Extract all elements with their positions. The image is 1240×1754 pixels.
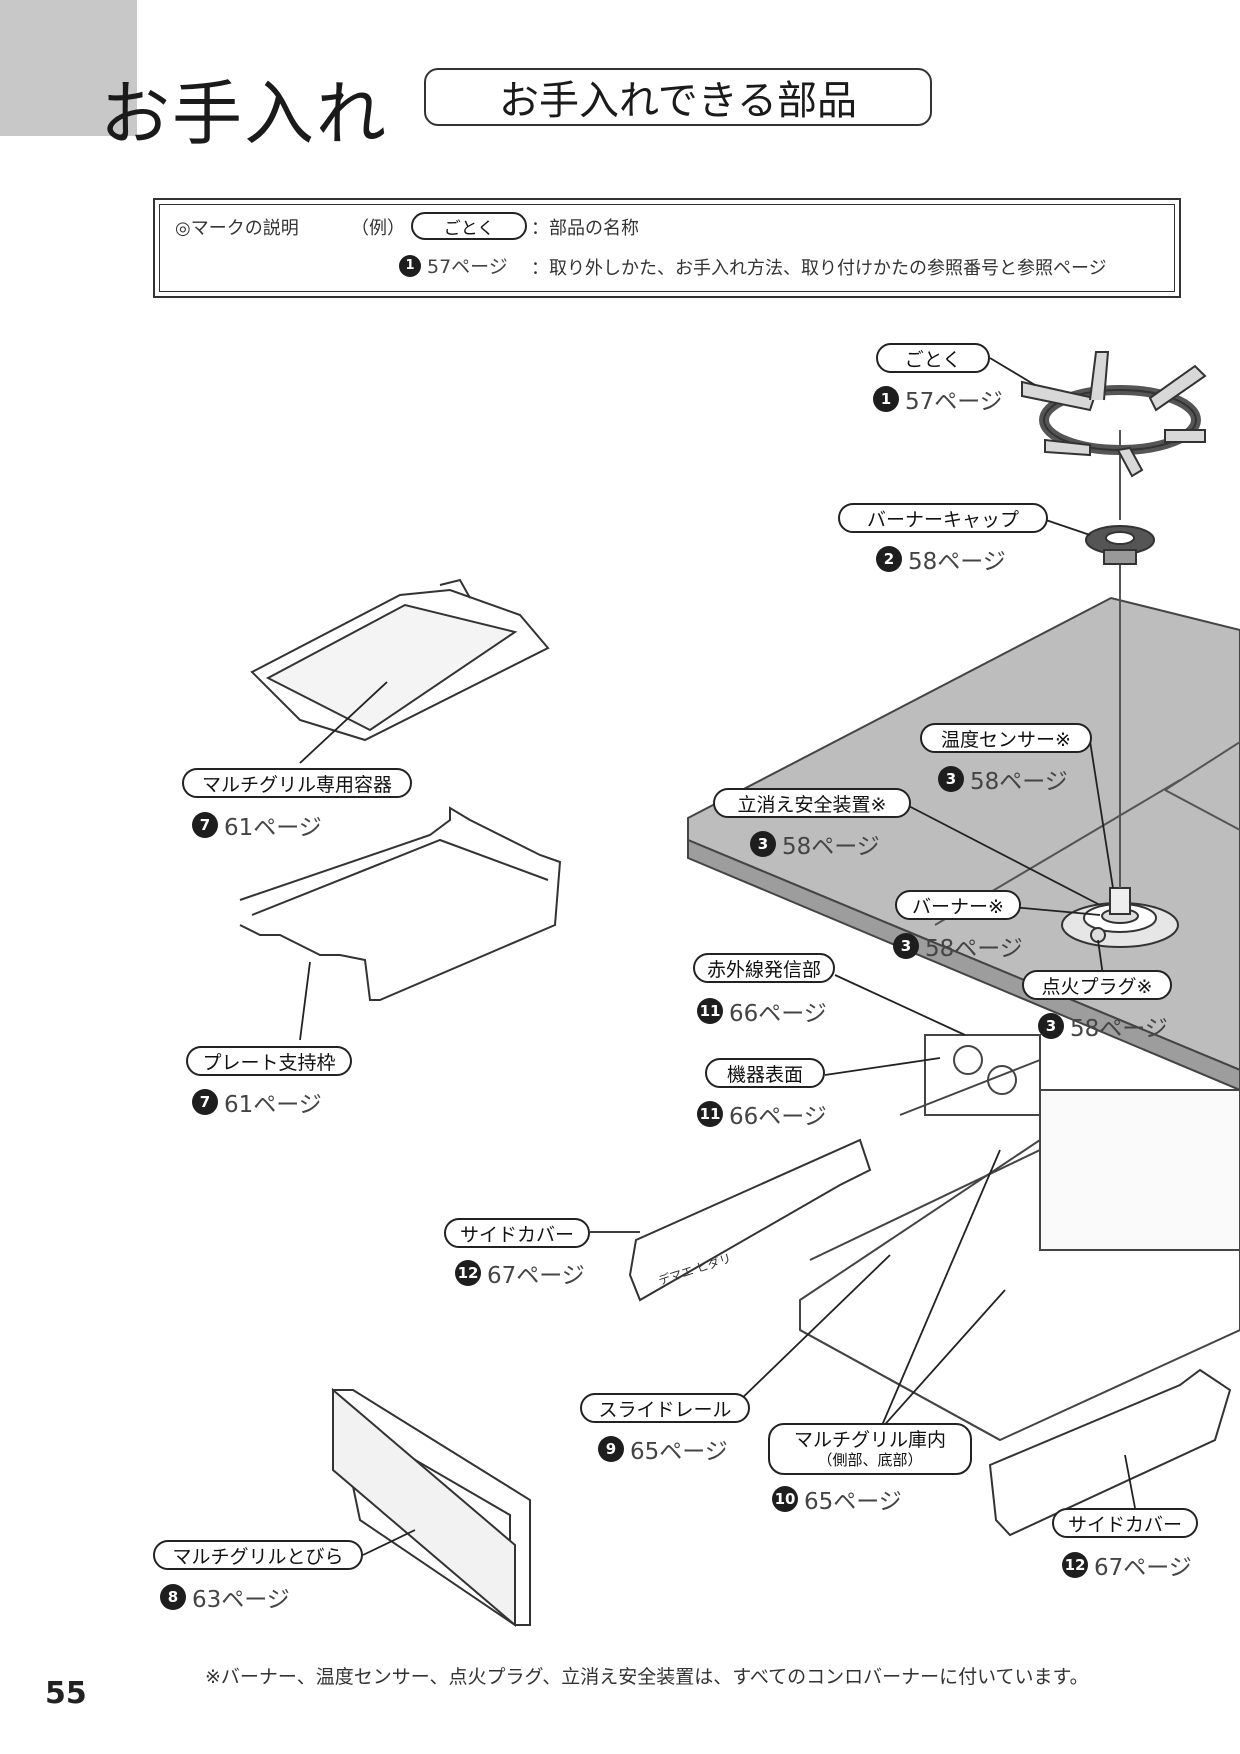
grill-door [331,1387,531,1628]
legend-page-desc: ：取り外しかた、お手入れ方法、取り付けかたの参照番号と参照ページ [531,258,1107,279]
legend-box: ◎マークの説明 （例） ごとく ：部品の名称 1 57ページ ：取り外しかた、お… [153,198,1181,298]
burner-cap [1085,525,1155,565]
subtitle-text: お手入れできる部品 [499,78,857,124]
legend-heading: ◎マークの説明 [175,218,299,239]
label-slide-rail: スライドレール [580,1393,750,1423]
footnote: ※バーナー、温度センサー、点火プラグ、立消え安全装置は、すべてのコンロバーナーに… [205,1666,1089,1688]
plate-support-frame [239,806,562,1001]
label-grill-interior: マルチグリル庫内 （側部、底部） [768,1423,972,1475]
side-cover-left [628,1138,872,1302]
grill-container [250,578,550,742]
label-grill-door: マルチグリルとびら [153,1540,363,1570]
grill-body [799,1034,1240,1442]
label-temp-sensor: 温度センサー※ [920,723,1092,753]
label-flame-failure-device: 立消え安全装置※ [713,788,911,818]
ref-number-badge: 1 [399,254,421,277]
label-gotoku: ごとく [876,343,990,373]
section-tab [0,0,137,136]
label-igniter: 点火プラグ※ [1022,970,1172,1000]
label-side-cover-right: サイドカバー [1052,1508,1198,1538]
gotoku-trivet [1021,351,1207,478]
legend-example-ref: 1 57ページ [399,252,508,279]
legend-example-pill: ごとく [411,212,527,240]
side-cover-right [988,1368,1232,1537]
page-subtitle: お手入れできる部品 [424,68,932,126]
label-plate-support-frame: プレート支持枠 [186,1046,352,1076]
legend-inner-border [159,204,1175,292]
label-burner: バーナー※ [895,890,1021,920]
page-number: 55 [45,1676,87,1711]
label-appliance-surface: 機器表面 [705,1058,825,1088]
label-grill-container: マルチグリル専用容器 [182,768,412,798]
label-infrared-emitter: 赤外線発信部 [693,953,835,983]
legend-example: （例） [351,218,405,239]
legend-pill-desc: ：部品の名称 [531,218,639,239]
label-side-cover-left: サイドカバー [444,1218,590,1248]
section-title: お手入れ [100,73,388,155]
label-burner-cap: バーナーキャップ [838,503,1048,533]
